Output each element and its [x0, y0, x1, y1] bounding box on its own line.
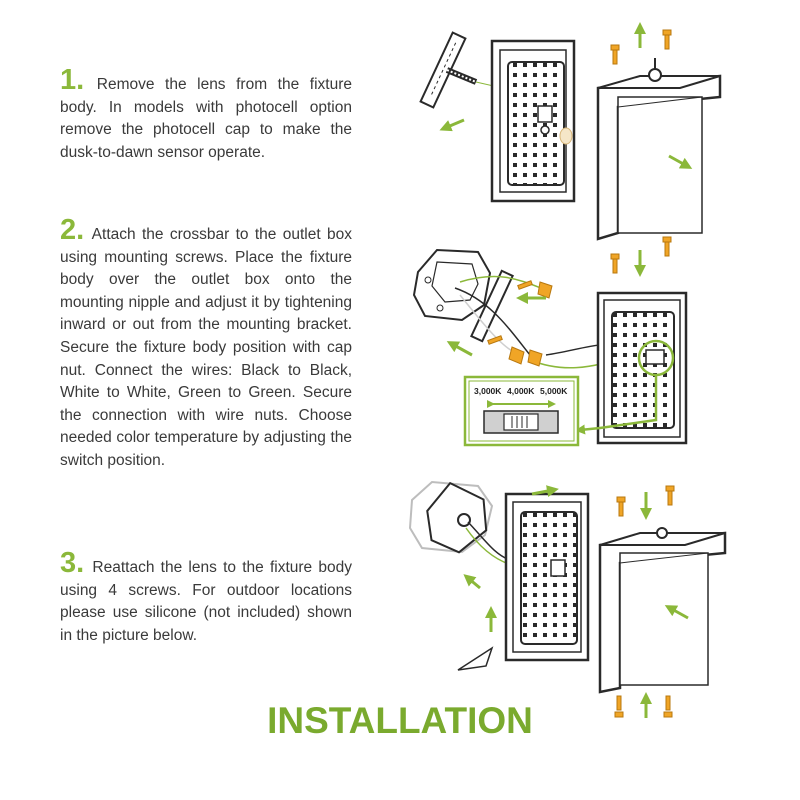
crossbar — [419, 31, 467, 109]
step-1-number: 1. — [60, 64, 85, 96]
step-3-diagram — [408, 480, 727, 718]
step-2: 2. Attach the crossbar to the outlet box… — [60, 216, 352, 473]
fixture-lens-step-3 — [598, 527, 727, 694]
fixture-body-step-2 — [596, 291, 688, 445]
arrows-step-3 — [463, 485, 689, 718]
photocell-cap — [648, 68, 662, 82]
backplate — [490, 39, 576, 203]
wire-nuts — [508, 281, 553, 367]
step-2-text: Attach the crossbar to the outlet box us… — [60, 226, 352, 469]
step-3-number: 3. — [60, 547, 85, 579]
arrows-step-1 — [439, 22, 693, 277]
screws-step-3 — [614, 485, 675, 718]
step-2-diagram: 3,000K 4,000K 5,000K — [412, 248, 688, 447]
screws-step-2 — [487, 280, 533, 345]
screws-step-1 — [610, 29, 672, 274]
cct-option-3000k: 3,000K — [474, 386, 502, 396]
step-1-diagram — [419, 22, 722, 277]
step-3: 3. Reattach the lens to the fixture body… — [60, 549, 352, 647]
step-3-text: Reattach the lens to the fixture body us… — [60, 559, 352, 644]
cct-option-4000k: 4,000K — [507, 386, 535, 396]
step-2-number: 2. — [60, 214, 85, 246]
color-temperature-switch: 3,000K 4,000K 5,000K — [463, 375, 580, 447]
callout-line — [575, 375, 658, 435]
switch-slider — [503, 413, 539, 431]
silicone-tube-icon — [457, 646, 494, 671]
cct-option-5000k: 5,000K — [540, 386, 568, 396]
mounting-screw — [445, 67, 478, 85]
outlet-box-step-3 — [408, 480, 494, 554]
installation-title: INSTALLATION — [267, 700, 533, 741]
step-1: 1. Remove the lens from the fixture body… — [60, 66, 352, 164]
step-1-text: Remove the lens from the fixture body. I… — [60, 76, 352, 161]
arrows-step-2 — [446, 292, 546, 357]
crossbar-step-2 — [470, 269, 514, 343]
fixture-body-step-3 — [504, 492, 590, 662]
outlet-box — [412, 248, 492, 322]
fixture-lens — [596, 58, 722, 241]
